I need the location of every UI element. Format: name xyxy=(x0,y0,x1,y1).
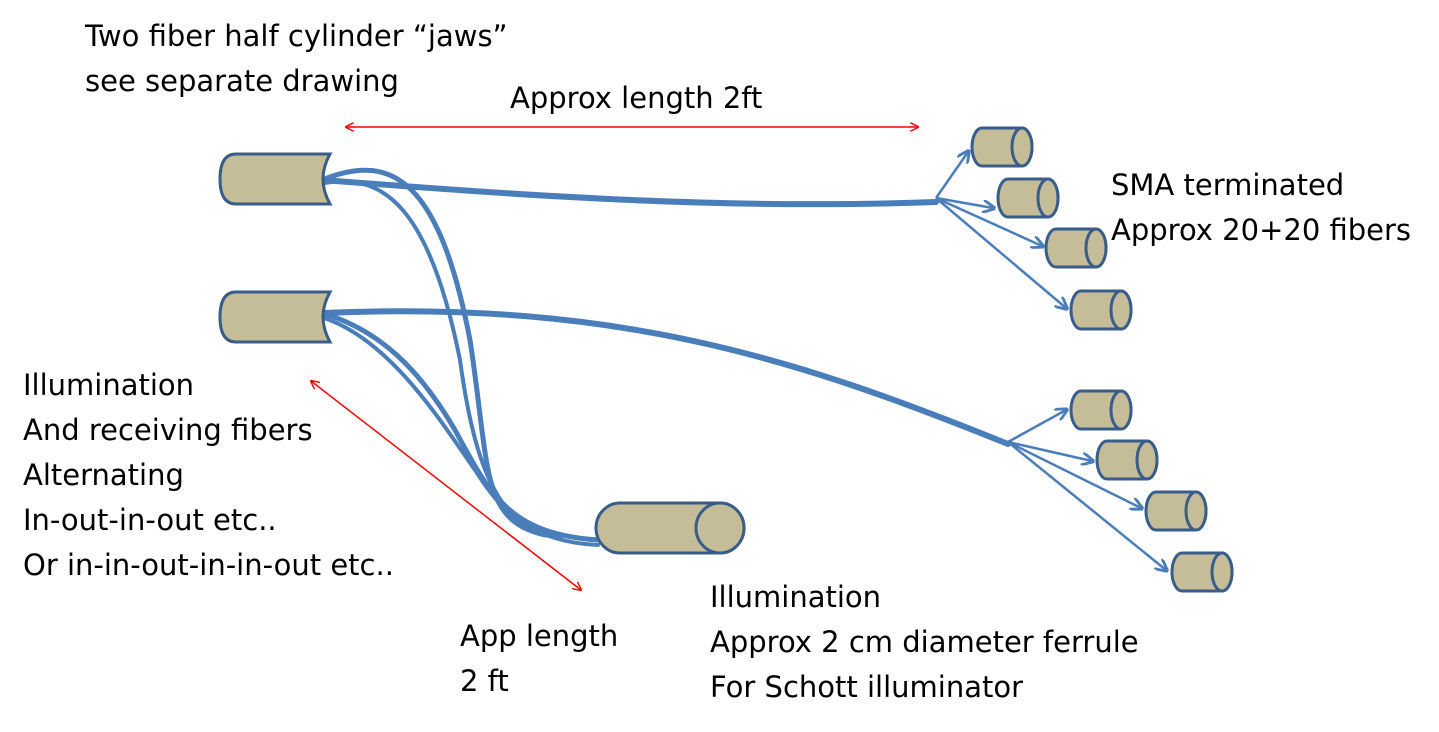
illumination-receiving-label: Illumination And receiving fibers Altern… xyxy=(23,368,394,582)
fiber-cables xyxy=(318,167,1011,547)
ferrule-label: Illumination Approx 2 cm diameter ferrul… xyxy=(710,580,1139,704)
sma-connector-6 xyxy=(1095,439,1159,481)
sma-connectors xyxy=(970,126,1234,593)
fiber-cable-bottom-to-ferrule-b xyxy=(322,316,600,547)
length-dimension-arrow-diagonal xyxy=(311,381,581,590)
jaws-label: Two fiber half cylinder “jaws” see separ… xyxy=(85,19,508,98)
jaw-cylinder-top xyxy=(218,152,333,206)
sma-connector-2 xyxy=(996,177,1060,219)
sma-connector-3 xyxy=(1044,227,1108,269)
sma-connector-7 xyxy=(1144,490,1208,532)
fiber-cable-bottom-to-ferrule-a xyxy=(319,310,603,543)
length-top-label: Approx length 2ft xyxy=(510,81,763,115)
app-length-label: App length 2 ft xyxy=(460,619,619,698)
fanout-upper xyxy=(934,152,1066,308)
jaw-cylinder-bottom xyxy=(218,290,333,344)
fiber-cable-bottom-to-sma xyxy=(319,308,1011,447)
sma-connector-8 xyxy=(1170,551,1234,593)
illumination-ferrule xyxy=(594,501,746,555)
sma-connector-5 xyxy=(1069,389,1133,431)
sma-label: SMA terminated Approx 20+20 fibers xyxy=(1111,168,1412,247)
fanout-lower xyxy=(1007,410,1166,570)
sma-connector-1 xyxy=(970,126,1034,168)
sma-connector-4 xyxy=(1069,289,1133,331)
